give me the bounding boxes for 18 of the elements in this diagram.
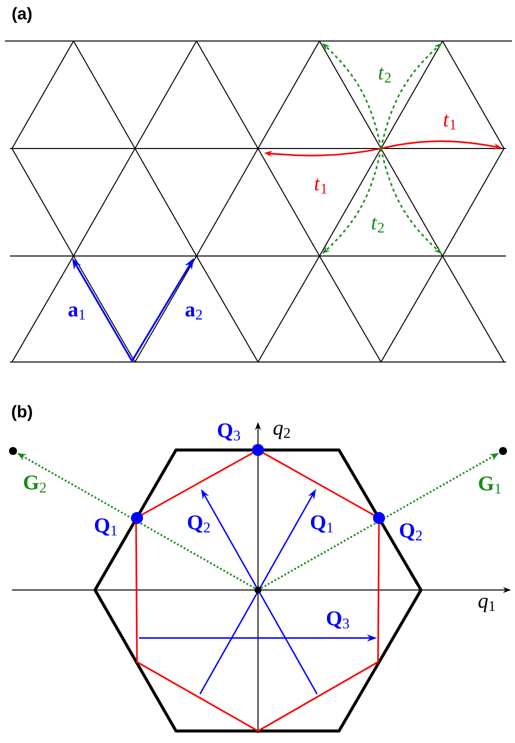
vector-label: a$_{2}$: [186, 306, 202, 320]
vector-label: G$_{1}$: [478, 476, 501, 494]
hopping-label: t$_{2}$: [372, 218, 384, 232]
panel-label: (a): [12, 7, 32, 23]
axis-label: q$_{2}$: [274, 424, 290, 440]
vector-label: G$_{2}$: [24, 475, 46, 492]
vector-label: Q$_{1}$: [310, 515, 333, 533]
panel-label: (b): [12, 405, 32, 421]
hopping-label: t$_{2}$: [378, 68, 391, 82]
vector-label: a$_{1}$: [68, 306, 85, 320]
vector-label: Q$_{3}$: [326, 611, 350, 629]
vector-label: Q$_{3}$: [218, 423, 240, 441]
axis-label: q$_{1}$: [478, 598, 495, 612]
hopping-label: t$_{1}$: [444, 114, 456, 130]
vector-label: Q$_{1}$: [94, 518, 117, 536]
hopping-label: t$_{1}$: [314, 178, 327, 194]
vector-label: Q$_{2}$: [400, 523, 422, 541]
vector-label: Q$_{2}$: [188, 515, 210, 533]
